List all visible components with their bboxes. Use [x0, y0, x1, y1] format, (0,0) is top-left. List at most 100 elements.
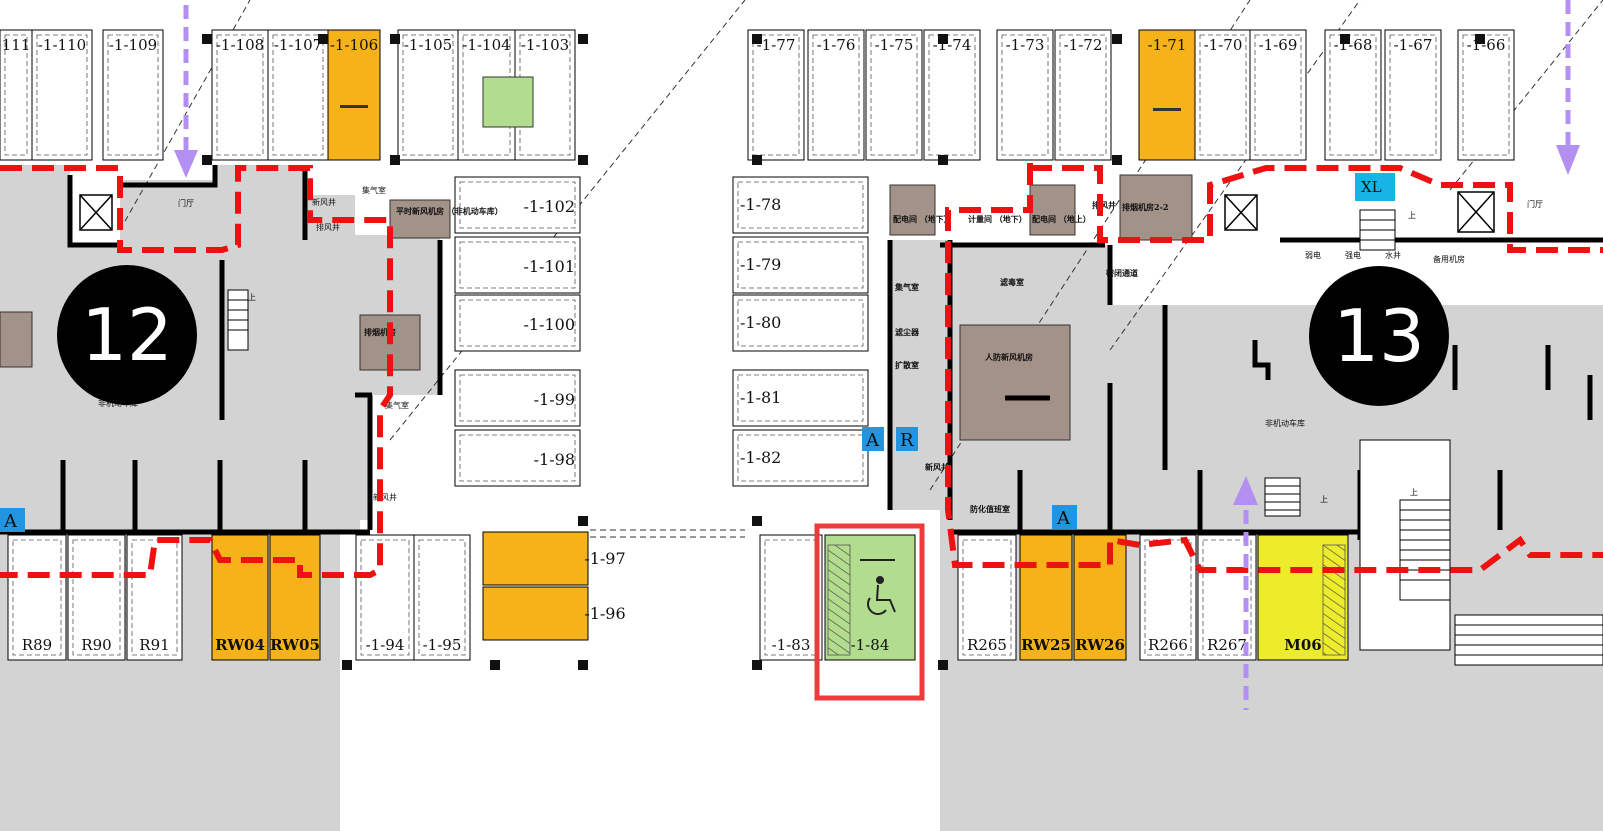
stairs	[227, 209, 1603, 666]
room-label: 门厅	[1527, 199, 1543, 209]
space-label: -1-110	[38, 36, 86, 54]
space-label: R90	[81, 636, 111, 654]
parking-space: -1-77	[747, 29, 805, 161]
space-label: -1-97	[584, 549, 625, 568]
up-arrow-icon	[1233, 476, 1258, 710]
space-label: -1-78	[740, 195, 781, 214]
parking-space: -1-109	[102, 29, 164, 161]
space-label: -1-99	[534, 390, 575, 409]
parking-space: R90	[67, 534, 126, 661]
parking-space: RW26	[1073, 534, 1127, 661]
space-label: -1-69	[1259, 36, 1298, 54]
parking-space: R267	[1197, 534, 1257, 661]
room-label: 排烟机房2-2	[1122, 202, 1168, 212]
parking-space: -1-94	[355, 534, 415, 661]
space-label: -1-70	[1204, 36, 1243, 54]
space-label: -1-98	[534, 450, 575, 469]
parking-space: -1-99	[454, 369, 581, 427]
parking-space: -1-107	[267, 29, 329, 161]
accessible-icon	[860, 559, 896, 615]
room-label: 弱电	[1305, 250, 1321, 260]
room-label: 强电	[1345, 250, 1361, 260]
space-label: -1-102	[523, 197, 575, 216]
zone-number: 13	[1333, 294, 1425, 378]
zone-badge-13: 13	[1309, 266, 1449, 406]
parking-space: -1-74	[923, 29, 981, 161]
room-label: 防化值班室	[970, 504, 1010, 514]
room-label: 密闭通道	[1105, 268, 1138, 278]
parking-space: -1-108	[211, 29, 269, 161]
space-label: -1-101	[523, 257, 575, 276]
down-arrow-icon	[1556, 0, 1580, 175]
stair-up-mark: 上	[1320, 495, 1328, 504]
room-label: 新风井	[925, 462, 949, 472]
space-label: -1-94	[366, 636, 405, 654]
down-arrow-icon	[174, 5, 198, 178]
parking-space: -1-101	[454, 236, 581, 294]
parking-column-mid: -1-78-1-79-1-80-1-81-1-82	[732, 176, 869, 487]
space-label: -1-66	[1467, 36, 1506, 54]
access-aisle	[1322, 544, 1346, 656]
parking-space: -1-78	[732, 176, 869, 234]
room-label: 排风井	[316, 222, 340, 232]
space-label: -1-100	[523, 315, 575, 334]
shaft	[482, 76, 534, 128]
space-label: -1-67	[1394, 36, 1433, 54]
room-label: 备用机房	[1433, 254, 1465, 264]
parking-space: -1-102	[454, 176, 581, 234]
space-label: -1-71	[1148, 36, 1187, 54]
room-label: 非机动车库	[1265, 418, 1305, 428]
room-label: 新风井	[312, 197, 336, 207]
parking-space: -1-97	[482, 531, 626, 586]
room-label: 滤尘器	[895, 327, 920, 337]
space-label: -1-103	[521, 36, 569, 54]
parking-space: -1-82	[732, 429, 869, 487]
space-label: R266	[1148, 636, 1188, 654]
space-label: -1-107	[274, 36, 322, 54]
room-label: 配电间 （地下）	[893, 214, 952, 224]
space-label: -1-68	[1334, 36, 1373, 54]
parking-space: -1-100	[454, 294, 581, 352]
parking-space: -1-69	[1249, 29, 1307, 161]
space-label: -1-104	[462, 36, 510, 54]
parking-space: -1-110	[31, 29, 93, 161]
space-label: -1-84	[851, 636, 890, 654]
room-label: 集气室	[385, 400, 409, 410]
parking-space: -1-73	[996, 29, 1054, 161]
parking-space: R266	[1139, 534, 1197, 661]
space-label: -1-79	[740, 255, 781, 274]
space-label: RW05	[270, 636, 320, 654]
parking-row-top-right: -1-77-1-76-1-75-1-74-1-73-1-72-1-71-1-70…	[747, 29, 1515, 161]
space-label: -1-105	[404, 36, 452, 54]
parking-space: -1-106	[327, 29, 381, 161]
stair-up-mark: 上	[248, 293, 256, 302]
room-label: 集气室	[894, 282, 919, 292]
parking-space: RW04	[211, 534, 269, 661]
room-label: 水井	[1385, 250, 1401, 260]
parking-space: -1-80	[732, 294, 869, 352]
structural-columns	[202, 34, 1485, 670]
sign-r: R	[900, 430, 914, 451]
parking-space: -1-71	[1138, 29, 1196, 161]
space-label: R265	[967, 636, 1007, 654]
parking-orange-pair: -1-97-1-96	[482, 531, 626, 641]
space-label: -1-108	[216, 36, 264, 54]
space-label: RW25	[1021, 636, 1071, 654]
room-label: 平时新风机房 （非机动车库）	[396, 206, 503, 216]
sign-xl: XL	[1361, 178, 1382, 196]
stair-up-mark: 上	[1408, 211, 1416, 220]
space-label: RW04	[215, 636, 265, 654]
signs: A R A A XL	[0, 173, 1395, 532]
space-label: R91	[139, 636, 169, 654]
highlight-accessible-space	[814, 523, 925, 701]
up-marks: 上 上 上 上	[248, 211, 1418, 504]
access-aisle	[827, 544, 851, 656]
room-label: 计量间 （地下）	[968, 214, 1027, 224]
room-labels-right: 配电间 （地下） 计量间 （地下） 配电间 （地上） 排风井 排烟机房2-2 门…	[893, 199, 1543, 514]
space-label: -1-83	[772, 636, 811, 654]
sign-a: A	[3, 511, 18, 532]
parking-space: 111	[0, 29, 33, 161]
